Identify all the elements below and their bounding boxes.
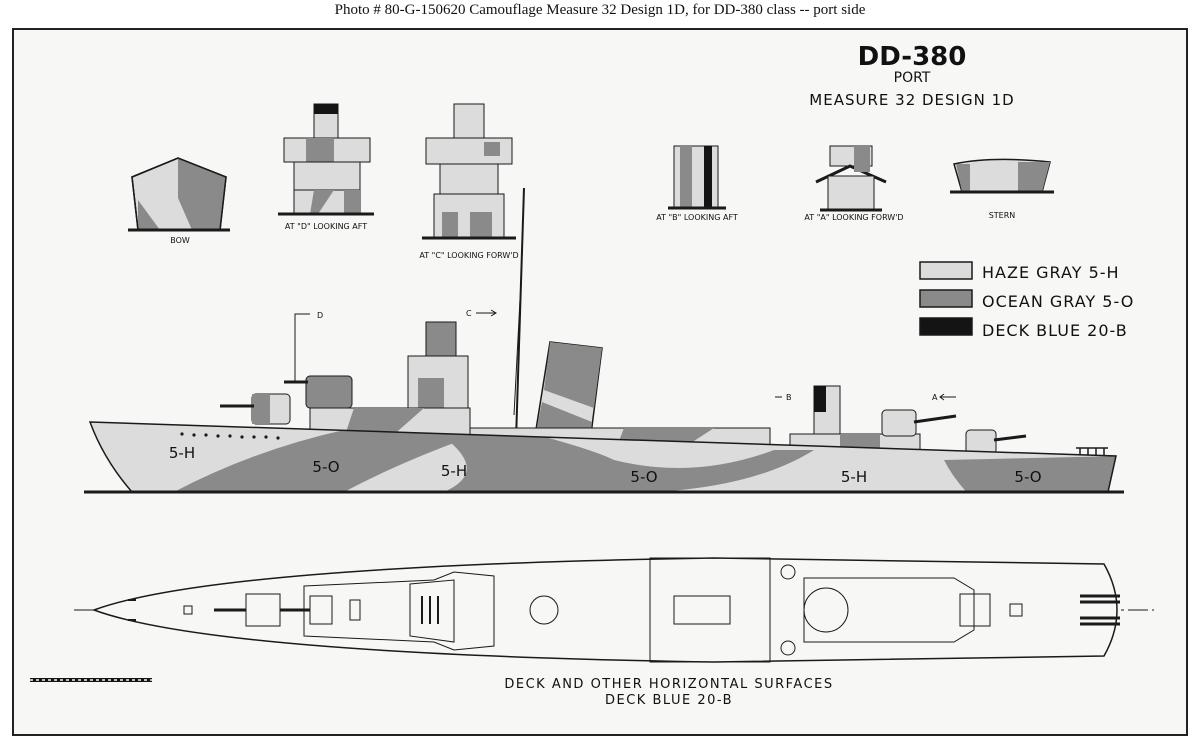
section-at-a: AT "A" LOOKING FORW'D: [804, 145, 904, 222]
at-c-label: AT "C" LOOKING FORW'D: [419, 251, 518, 260]
legend-item-ocean-gray: OCEAN GRAY 5-O: [919, 289, 1134, 311]
marker-d: D: [317, 311, 323, 320]
marker-c: C: [466, 309, 472, 318]
photo-caption: Photo # 80-G-150620 Camouflage Measure 3…: [334, 2, 866, 18]
bow-label: BOW: [170, 236, 190, 245]
legend-swatch-deck-blue: [919, 317, 973, 336]
legend-label-haze-gray: HAZE GRAY 5-H: [982, 263, 1120, 282]
hull-code-haze-midship: 5-H: [441, 462, 467, 480]
hull-code-ocean-midship: 5-O: [630, 468, 657, 486]
camouflage-drawing-sheet: DD-380 PORT MEASURE 32 DESIGN 1D BOW AT …: [12, 28, 1188, 736]
section-at-c: AT "C" LOOKING FORW'D: [419, 103, 519, 260]
at-a-label: AT "A" LOOKING FORW'D: [804, 213, 903, 222]
measure-label: MEASURE 32 DESIGN 1D: [809, 91, 1014, 109]
deck-note-line-1: DECK AND OTHER HORIZONTAL SURFACES: [504, 677, 833, 692]
legend-item-haze-gray: HAZE GRAY 5-H: [919, 261, 1120, 282]
legend-item-deck-blue: DECK BLUE 20-B: [919, 317, 1128, 340]
section-at-d: AT "D" LOOKING AFT: [278, 103, 374, 231]
marker-a: A: [932, 393, 938, 402]
legend-swatch-haze-gray: [919, 261, 973, 280]
ship-profile-port: 5-H 5-O 5-H 5-O 5-H 5-O: [84, 187, 1124, 494]
legend-label-ocean-gray: OCEAN GRAY 5-O: [982, 292, 1134, 311]
hull-number: DD-380: [858, 42, 967, 72]
side-label: PORT: [894, 70, 931, 86]
legend-swatch-ocean-gray: [919, 289, 973, 308]
scale-bar: [30, 678, 152, 682]
deck-note-line-2: DECK BLUE 20-B: [605, 693, 733, 708]
section-markers: D C B A: [294, 309, 956, 402]
bow-section: BOW: [128, 157, 230, 245]
stern-label: STERN: [989, 211, 1016, 220]
camouflage-diagram: DD-380 PORT MEASURE 32 DESIGN 1D BOW AT …: [30, 42, 1154, 708]
section-at-b: AT "B" LOOKING AFT: [656, 145, 738, 222]
stern-section: STERN: [950, 158, 1054, 220]
legend-label-deck-blue: DECK BLUE 20-B: [982, 321, 1128, 340]
hull-code-ocean-forward: 5-O: [312, 458, 339, 476]
hull-code-haze-bow: 5-H: [169, 444, 195, 462]
marker-b: B: [786, 393, 792, 402]
title-block: DD-380 PORT MEASURE 32 DESIGN 1D: [809, 42, 1014, 109]
at-b-label: AT "B" LOOKING AFT: [656, 213, 738, 222]
hull-code-ocean-stern: 5-O: [1014, 468, 1041, 486]
hull-code-haze-aft: 5-H: [841, 468, 867, 486]
color-legend: HAZE GRAY 5-H OCEAN GRAY 5-O DECK BLUE 2…: [919, 261, 1134, 340]
at-d-label: AT "D" LOOKING AFT: [285, 222, 367, 231]
deck-plan: [74, 557, 1154, 663]
